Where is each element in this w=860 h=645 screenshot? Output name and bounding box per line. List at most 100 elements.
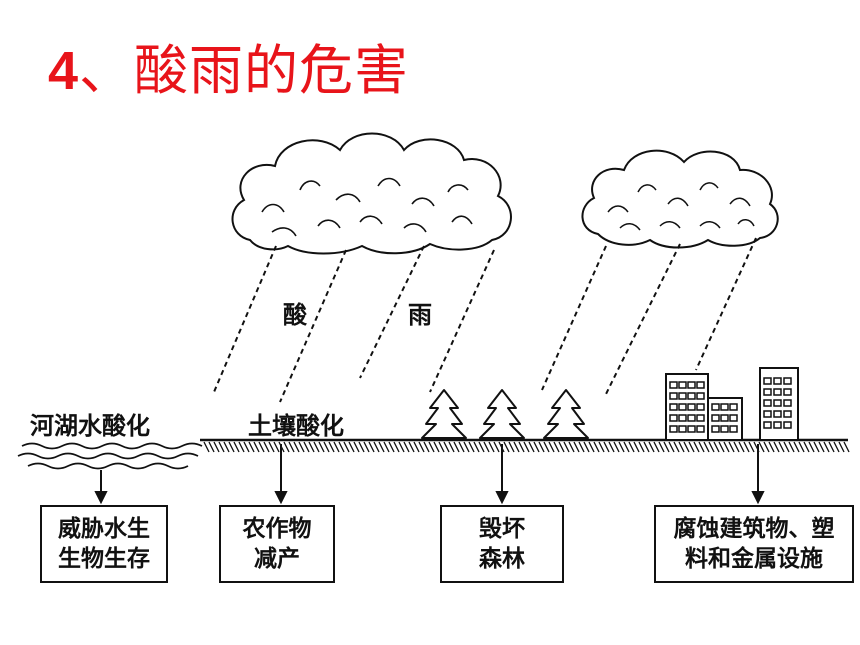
hatch-stroke (718, 441, 725, 453)
building-window (696, 381, 705, 389)
hatch-stroke (473, 441, 480, 453)
building-window (729, 425, 738, 433)
hatch-stroke (653, 441, 660, 453)
building-window (678, 403, 687, 411)
hatch-stroke (668, 441, 675, 453)
hatch-stroke (388, 441, 395, 453)
hatch-stroke (833, 441, 840, 453)
hatch-stroke (823, 441, 830, 453)
hatch-stroke (648, 441, 655, 453)
hatch-stroke (733, 441, 740, 453)
effect-line: 农作物 (242, 515, 312, 542)
building-window (696, 414, 705, 422)
cloud-right-icon (581, 149, 779, 249)
building-window (783, 410, 792, 418)
hatch-stroke (518, 441, 525, 453)
building-window (669, 425, 678, 433)
hatch-stroke (748, 441, 755, 453)
hatch-stroke (478, 441, 485, 453)
building-window (763, 388, 772, 396)
hatch-stroke (383, 441, 390, 453)
hatch-stroke (373, 441, 380, 453)
hatch-stroke (663, 441, 670, 453)
tree-icon (421, 389, 467, 440)
hatch-stroke (578, 441, 585, 453)
hatch-stroke (798, 441, 805, 453)
hatch-stroke (563, 441, 570, 453)
hatch-stroke (838, 441, 845, 453)
building-window (687, 381, 696, 389)
hatch-stroke (613, 441, 620, 453)
hatch-stroke (778, 441, 785, 453)
building-window (711, 403, 720, 411)
hatch-stroke (553, 441, 560, 453)
hatch-stroke (428, 441, 435, 453)
building-window (669, 403, 678, 411)
building-window (696, 403, 705, 411)
hatch-stroke (493, 441, 500, 453)
hatch-stroke (598, 441, 605, 453)
hatch-stroke (608, 441, 615, 453)
building-window (687, 392, 696, 400)
hatch-stroke (803, 441, 810, 453)
hatch-stroke (678, 441, 685, 453)
hatch-stroke (443, 441, 450, 453)
hatch-stroke (353, 441, 360, 453)
hatch-stroke (338, 441, 345, 453)
building-window (678, 392, 687, 400)
hatch-stroke (768, 441, 775, 453)
hatch-stroke (483, 441, 490, 453)
hatch-stroke (448, 441, 455, 453)
hatch-stroke (363, 441, 370, 453)
hatch-stroke (258, 441, 265, 453)
building-window (669, 381, 678, 389)
title-text: 、酸雨的危害 (79, 39, 410, 102)
hatch-stroke (528, 441, 535, 453)
arrows (94, 444, 765, 505)
hatch-stroke (538, 441, 545, 453)
hatch-stroke (703, 441, 710, 453)
hatch-stroke (293, 441, 300, 453)
building-window (763, 421, 772, 429)
hatch-stroke (408, 441, 415, 453)
hatch-stroke (333, 441, 340, 453)
building-window (669, 392, 678, 400)
hatch-stroke (283, 441, 290, 453)
hatch-stroke (698, 441, 705, 453)
building-window (696, 392, 705, 400)
building-window (720, 425, 729, 433)
hatch-stroke (583, 441, 590, 453)
hatch-stroke (723, 441, 730, 453)
building-window (711, 414, 720, 422)
building-window (696, 425, 705, 433)
lake-acidification-label: 河湖水酸化 (30, 411, 150, 440)
building-window (687, 414, 696, 422)
hatch-stroke (728, 441, 735, 453)
hatch-stroke (568, 441, 575, 453)
effect-line: 腐蚀建筑物、塑 (673, 515, 835, 542)
hatch-stroke (713, 441, 720, 453)
hatch-stroke (843, 441, 850, 453)
effect-line: 料和金属设施 (685, 545, 823, 572)
hatch-stroke (623, 441, 630, 453)
soil-acidification-label: 土壤酸化 (248, 411, 344, 440)
hatch-stroke (828, 441, 835, 453)
hatch-stroke (673, 441, 680, 453)
hatch-stroke (513, 441, 520, 453)
building-window (783, 399, 792, 407)
effect-line: 森林 (479, 545, 525, 572)
hatch-stroke (688, 441, 695, 453)
building-window (687, 403, 696, 411)
hatch-stroke (593, 441, 600, 453)
building-windows (669, 377, 792, 433)
building-window (773, 410, 782, 418)
hatch-stroke (358, 441, 365, 453)
building-window (729, 403, 738, 411)
hatch-stroke (523, 441, 530, 453)
tree-icon (479, 389, 525, 439)
rain-label-rain: 雨 (408, 300, 432, 329)
tree-icon (543, 389, 589, 439)
hatch-stroke (243, 441, 250, 453)
hatch-stroke (633, 441, 640, 453)
hatch-stroke (458, 441, 465, 453)
